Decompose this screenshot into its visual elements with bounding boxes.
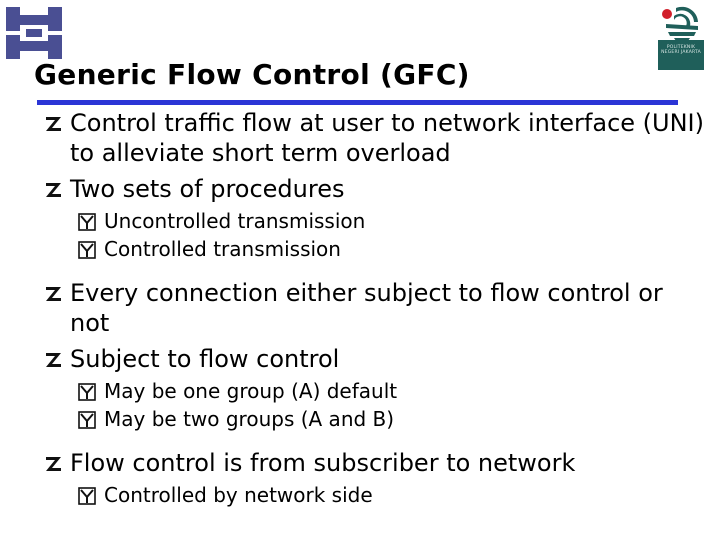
- bullet-item: Subject to flow control: [44, 344, 704, 374]
- z-arrow-icon: [46, 353, 61, 367]
- checkbox-y-icon: [78, 241, 96, 259]
- bullet-text: Every connection either subject to flow …: [70, 279, 663, 337]
- checkbox-y-icon: [78, 383, 96, 401]
- globe-logo-icon: [662, 6, 698, 41]
- institution-logo-left: [6, 7, 62, 59]
- sub-bullet-text: Controlled by network side: [104, 483, 373, 507]
- sub-bullet-text: Controlled transmission: [104, 237, 341, 261]
- bullet-item: Every connection either subject to flow …: [44, 278, 704, 338]
- sub-bullet-text: May be one group (A) default: [104, 379, 398, 403]
- title-underline: [37, 100, 678, 105]
- checkbox-y-icon: [78, 213, 96, 231]
- bullet-text: Subject to flow control: [70, 345, 340, 373]
- institution-logo-right: POLITEKNIK NEGERI JAKARTA: [658, 4, 704, 70]
- bullet-text: Control traffic flow at user to network …: [70, 109, 704, 167]
- bullet-item: Flow control is from subscriber to netwo…: [44, 448, 704, 478]
- logo-badge-text: POLITEKNIK NEGERI JAKARTA: [658, 40, 704, 70]
- checkbox-y-icon: [78, 411, 96, 429]
- sub-bullet-text: May be two groups (A and B): [104, 407, 395, 431]
- bullet-text: Two sets of procedures: [70, 175, 345, 203]
- bullet-text: Flow control is from subscriber to netwo…: [70, 449, 576, 477]
- sub-bullet-item: May be two groups (A and B): [44, 402, 704, 436]
- sub-bullet-item: Uncontrolled transmission: [44, 204, 704, 238]
- z-arrow-icon: [46, 117, 61, 131]
- z-arrow-icon: [46, 457, 61, 471]
- h-logo-icon: [6, 7, 62, 59]
- slide-body: Control traffic flow at user to network …: [44, 108, 704, 512]
- sub-bullet-text: Uncontrolled transmission: [104, 209, 366, 233]
- bullet-item: Two sets of procedures: [44, 174, 704, 204]
- bullet-item: Control traffic flow at user to network …: [44, 108, 704, 168]
- z-arrow-icon: [46, 287, 61, 301]
- z-arrow-icon: [46, 183, 61, 197]
- slide-title: Generic Flow Control (GFC): [34, 58, 470, 91]
- sub-bullet-item: Controlled transmission: [44, 232, 704, 266]
- sub-bullet-item: May be one group (A) default: [44, 374, 704, 408]
- checkbox-y-icon: [78, 487, 96, 505]
- sub-bullet-item: Controlled by network side: [44, 478, 704, 512]
